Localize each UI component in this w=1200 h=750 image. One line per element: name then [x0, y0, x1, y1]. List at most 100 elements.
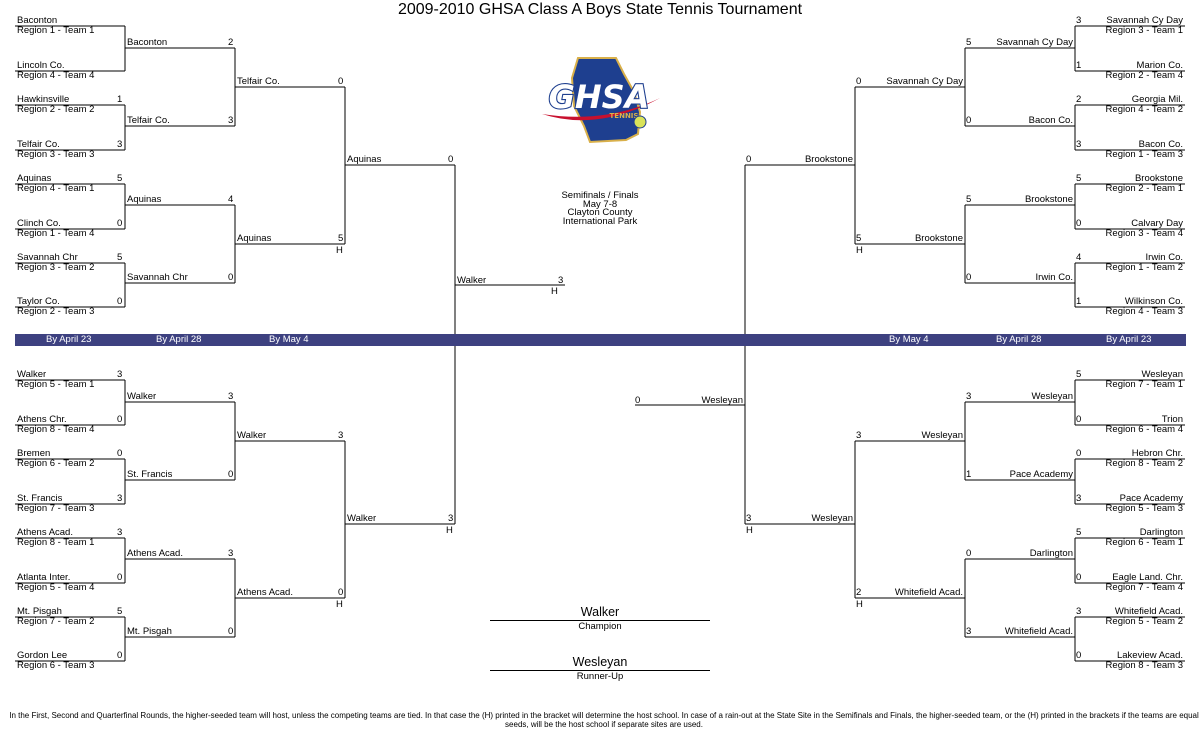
- score: 0: [117, 650, 123, 661]
- team-name: Whitefield Acad.: [1114, 606, 1183, 617]
- team-name: Savannah Chr: [127, 272, 188, 283]
- team-name: Brookstone: [1134, 173, 1183, 184]
- score: 0: [228, 469, 234, 480]
- seed-label: Region 4 - Team 2: [1105, 104, 1183, 115]
- seed-label: Region 7 - Team 4: [1105, 582, 1183, 593]
- champion-line: [490, 620, 710, 621]
- seed-label: Region 6 - Team 2: [17, 458, 95, 469]
- score: 2: [228, 37, 234, 48]
- score: 2: [856, 587, 862, 598]
- team-name: Savannah Cy Day: [886, 76, 963, 87]
- score: 0: [1076, 218, 1082, 229]
- score: 5: [966, 37, 972, 48]
- score: 3: [117, 527, 123, 538]
- team-name: Walker: [237, 430, 267, 441]
- seed-label: Region 1 - Team 3: [1105, 149, 1183, 160]
- seed-label: Region 2 - Team 1: [1105, 183, 1183, 194]
- team-name: Calvary Day: [1131, 218, 1183, 229]
- seed-label: Region 1 - Team 4: [17, 228, 95, 239]
- score: 0: [338, 587, 344, 598]
- team-name: Bacon Co.: [1028, 115, 1073, 126]
- seed-label: Region 4 - Team 4: [17, 70, 95, 81]
- score: 3: [117, 493, 123, 504]
- team-name: Walker: [457, 275, 487, 286]
- team-name: Telfair Co.: [237, 76, 280, 87]
- svg-text:GHSA: GHSA: [549, 78, 650, 116]
- seed-label: Region 7 - Team 3: [17, 503, 95, 514]
- seed-label: Region 2 - Team 3: [17, 306, 95, 317]
- score: 0: [338, 76, 344, 87]
- team-name: Gordon Lee: [17, 650, 68, 661]
- score: 5: [1076, 527, 1082, 538]
- score: 4: [1076, 252, 1082, 263]
- team-name: Savannah Cy Day: [996, 37, 1073, 48]
- champion-name: Walker: [580, 605, 620, 619]
- seed-label: Region 2 - Team 2: [17, 104, 95, 115]
- score: 1: [1076, 296, 1082, 307]
- event-info: Semifinals / Finals May 7-8 Clayton Coun…: [520, 190, 680, 227]
- seed-label: Region 5 - Team 1: [17, 379, 95, 390]
- score: 3: [117, 369, 123, 380]
- host-marker: H: [856, 245, 863, 256]
- score: 3: [1076, 139, 1082, 150]
- team-name: Darlington: [1029, 548, 1073, 559]
- champion-label: Champion: [578, 621, 622, 632]
- team-name: Mt. Pisgah: [127, 626, 172, 637]
- score: 3: [1076, 606, 1082, 617]
- seed-label: Region 3 - Team 2: [17, 262, 95, 273]
- score: 5: [117, 173, 123, 184]
- team-name: Wesleyan: [1141, 369, 1183, 380]
- event-info-line: International Park: [562, 215, 638, 227]
- team-name: Athens Acad.: [237, 587, 293, 598]
- page-title: 2009-2010 GHSA Class A Boys State Tennis…: [397, 1, 803, 18]
- team-name: Taylor Co.: [17, 296, 60, 307]
- team-name: St. Francis: [17, 493, 63, 504]
- seed-label: Region 8 - Team 4: [17, 424, 95, 435]
- score: 3: [338, 430, 344, 441]
- team-name: Eagle Land. Chr.: [1112, 572, 1183, 583]
- seed-label: Region 3 - Team 1: [1105, 25, 1183, 36]
- team-name: Athens Acad.: [17, 527, 73, 538]
- team-name: Aquinas: [17, 173, 52, 184]
- seed-label: Region 2 - Team 4: [1105, 70, 1183, 81]
- seed-label: Region 1 - Team 2: [1105, 262, 1183, 273]
- seed-label: Region 5 - Team 4: [17, 582, 95, 593]
- score: 0: [228, 626, 234, 637]
- score: 3: [448, 513, 454, 524]
- score: 5: [117, 252, 123, 263]
- score: 0: [117, 448, 123, 459]
- score: 5: [966, 194, 972, 205]
- score: 0: [228, 272, 234, 283]
- team-name: Baconton: [127, 37, 168, 48]
- team-name: Walker: [127, 391, 157, 402]
- event-info-line: Semifinals / Finals: [561, 190, 639, 201]
- team-name: Lincoln Co.: [17, 60, 65, 71]
- footer-note: In the First, Second and Quarterfinal Ro…: [9, 711, 1199, 729]
- score: 0: [117, 572, 123, 583]
- team-name: Athens Chr.: [17, 414, 67, 425]
- seed-label: Region 7 - Team 1: [1105, 379, 1183, 390]
- team-name: Marion Co.: [1136, 60, 1183, 71]
- round1-deadline-right: By April 23: [1106, 334, 1152, 345]
- team-name: Aquinas: [347, 154, 382, 165]
- host-marker: H: [336, 599, 343, 610]
- score: 3: [746, 513, 752, 524]
- score: 3: [228, 115, 234, 126]
- team-name: Walker: [347, 513, 377, 524]
- team-name: Hebron Chr.: [1131, 448, 1183, 459]
- score: 1: [1076, 60, 1082, 71]
- team-name: Brookstone: [914, 233, 963, 244]
- champion-box: Walker Champion: [490, 606, 710, 632]
- score: 0: [966, 272, 972, 283]
- team-name: Irwin Co.: [1035, 272, 1073, 283]
- host-marker: H: [856, 599, 863, 610]
- score: 0: [1076, 650, 1082, 661]
- score: 0: [117, 296, 123, 307]
- seed-label: Region 1 - Team 1: [17, 25, 95, 36]
- score: 0: [1076, 572, 1082, 583]
- team-name: Whitefield Acad.: [894, 587, 963, 598]
- score: 3: [1076, 493, 1082, 504]
- seed-label: Region 8 - Team 2: [1105, 458, 1183, 469]
- score: 3: [117, 139, 123, 150]
- team-name: Walker: [17, 369, 47, 380]
